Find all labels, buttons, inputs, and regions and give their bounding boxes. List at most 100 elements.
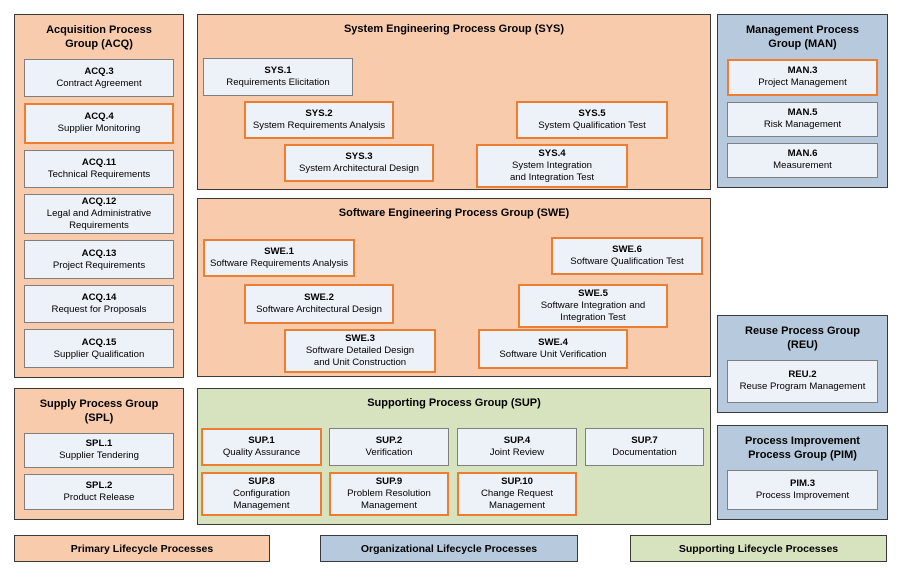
- process-code: SWE.2: [304, 292, 334, 303]
- process-code: ACQ.11: [81, 157, 117, 168]
- group-title-sup: Supporting Process Group (SUP): [367, 397, 541, 409]
- process-code: SYS.3: [345, 151, 373, 162]
- process-code: SUP.7: [631, 435, 658, 446]
- process-name: Software Detailed Design and Unit Constr…: [305, 345, 415, 368]
- process-name: System Integration and Integration Test: [509, 160, 595, 183]
- process-code: SWE.5: [578, 288, 608, 299]
- process-code: ACQ.15: [81, 336, 117, 348]
- process-code: ACQ.4: [84, 111, 114, 123]
- legend-label: Organizational Lifecycle Processes: [360, 542, 538, 555]
- process-name: Project Management: [758, 77, 847, 89]
- group-title-swe: Software Engineering Process Group (SWE): [338, 207, 570, 219]
- process-code: SUP.2: [375, 435, 403, 446]
- process-name: Software Qualification Test: [570, 256, 684, 267]
- process-name: System Qualification Test: [538, 120, 646, 131]
- process-code: SYS.2: [305, 108, 333, 119]
- process-code: MAN.6: [787, 148, 818, 160]
- group-title-spl: Supply Process Group (SPL): [39, 398, 159, 425]
- process-code: SUP.9: [375, 476, 403, 487]
- process-code: SPL.1: [85, 438, 113, 450]
- process-name: Supplier Monitoring: [57, 123, 141, 135]
- process-code: ACQ.13: [81, 247, 117, 259]
- process-name: Software Architectural Design: [256, 304, 382, 315]
- process-name: System Architectural Design: [299, 163, 419, 174]
- process-name: Joint Review: [489, 447, 545, 458]
- process-code: SUP.1: [248, 435, 275, 446]
- process-code: SUP.8: [248, 476, 275, 487]
- process-code: SUP.4: [503, 435, 531, 446]
- process-code: SWE.6: [612, 244, 642, 255]
- process-name: Project Requirements: [52, 259, 146, 271]
- process-name: Configuration Management: [232, 488, 291, 511]
- process-name: Verification: [365, 447, 413, 458]
- group-title-sys: System Engineering Process Group (SYS): [343, 23, 565, 35]
- legend-label: Primary Lifecycle Processes: [70, 542, 214, 555]
- group-system-engineering: System Engineering Process Group (SYS) S…: [197, 14, 711, 190]
- process-code: SUP.10: [501, 476, 533, 487]
- process-name: Supplier Tendering: [59, 450, 139, 462]
- process-name: Software Unit Verification: [499, 349, 607, 360]
- group-software-engineering: Software Engineering Process Group (SWE)…: [197, 198, 711, 377]
- group-title-pim: Process Improvement Process Group (PIM): [745, 435, 860, 462]
- process-name: Documentation: [612, 447, 677, 458]
- process-name: Legal and Administrative Requirements: [46, 208, 152, 232]
- group-title-man: Management Process Group (MAN): [745, 24, 860, 51]
- process-name: Request for Proposals: [51, 304, 147, 316]
- process-name: Software Requirements Analysis: [209, 258, 349, 269]
- process-code: ACQ.14: [81, 292, 117, 304]
- group-title-reu: Reuse Process Group (REU): [745, 325, 860, 352]
- process-code: MAN.3: [787, 65, 818, 77]
- legend-primary-lifecycle: Primary Lifecycle Processes: [14, 535, 270, 562]
- process-name: Risk Management: [763, 119, 842, 131]
- process-name: Problem Resolution Management: [347, 488, 431, 511]
- process-code: SWE.3: [345, 333, 375, 344]
- process-code: SYS.5: [578, 108, 606, 119]
- process-code: MAN.5: [787, 107, 818, 119]
- process-code: PIM.3: [789, 477, 816, 489]
- process-name: Product Release: [63, 492, 135, 504]
- process-name: Supplier Qualification: [53, 348, 145, 360]
- process-name: Contract Agreement: [56, 77, 142, 89]
- process-code: ACQ.3: [84, 65, 114, 77]
- process-code: SYS.1: [264, 65, 292, 76]
- legend-supporting-lifecycle: Supporting Lifecycle Processes: [630, 535, 887, 562]
- process-name: Technical Requirements: [47, 169, 151, 180]
- process-code: SPL.2: [85, 480, 113, 492]
- process-name: Software Integration and Integration Tes…: [540, 300, 646, 323]
- process-name: Measurement: [773, 160, 832, 172]
- legend-organizational-lifecycle: Organizational Lifecycle Processes: [320, 535, 578, 562]
